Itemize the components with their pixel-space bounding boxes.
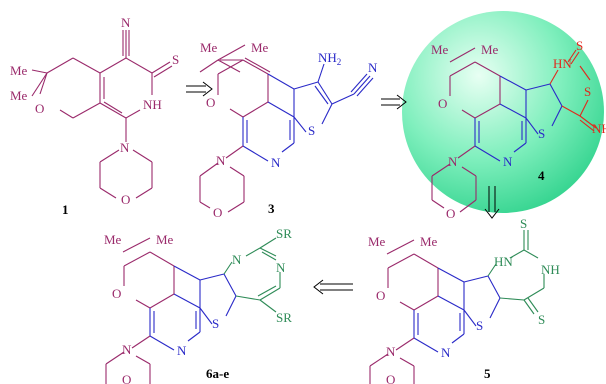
atom-me-right: Me: [251, 40, 269, 55]
atom-s-thione-top: S: [520, 216, 527, 231]
retro-arrow-1: [186, 81, 213, 97]
atom-s-thiophene: S: [212, 316, 219, 331]
atom-s-thiophene: S: [538, 126, 545, 141]
retro-arrow-down: [484, 186, 500, 219]
compound-5: Me Me O S HN NH S N S N O 5: [368, 216, 560, 384]
atom-s-thione: S: [576, 38, 583, 53]
atom-n-morpholine: N: [448, 154, 458, 169]
compound-label-3: 3: [268, 201, 275, 216]
compound-label-4: 4: [538, 168, 545, 183]
atom-o-morpholine: O: [446, 206, 455, 221]
compound-4: Me Me O HN S S NH N S N O 4: [431, 38, 606, 221]
atom-s-ring: S: [584, 84, 591, 99]
atom-me-left: Me: [368, 234, 386, 249]
atom-o-morpholine: O: [213, 205, 222, 220]
compound-1: N S NH Me Me O N O 1: [10, 15, 179, 217]
atom-o-morpholine: O: [386, 372, 395, 384]
compound-label-1: 1: [62, 202, 69, 217]
atom-hn: HN: [553, 56, 572, 71]
atom-s-thione: S: [172, 52, 179, 67]
atom-nh: NH: [541, 262, 560, 277]
atom-s-thiophene: S: [476, 318, 483, 333]
compound-label-5: 5: [484, 366, 491, 381]
atom-n-pyridine: N: [441, 345, 451, 360]
atom-nh-imine: NH: [592, 121, 606, 136]
atom-me-left: Me: [200, 40, 218, 55]
atom-me-left: Me: [431, 42, 449, 57]
atom-n-morpholine: N: [122, 342, 132, 357]
atom-o-pyran: O: [112, 286, 121, 301]
atom-n-morpholine: N: [216, 153, 226, 168]
atom-n-pyridine: N: [503, 154, 513, 169]
atom-n-morpholine: N: [386, 344, 396, 359]
atom-n-pyridine: N: [271, 155, 281, 170]
atom-o-pyran: O: [206, 95, 215, 110]
highlight-sphere: [402, 11, 604, 213]
atom-me-right: Me: [156, 232, 174, 247]
atom-nh: NH: [143, 97, 162, 112]
atom-n-cyano: N: [368, 60, 378, 75]
atom-o-morpholine: O: [122, 372, 131, 384]
atom-n-morpholine: N: [120, 140, 130, 155]
atom-nh2: NH2: [318, 50, 341, 67]
retro-arrow-2: [381, 94, 407, 110]
atom-me-right: Me: [481, 42, 499, 57]
atom-sr-top: SR: [276, 226, 292, 241]
atom-n-right: N: [276, 260, 286, 275]
atom-n-cyano: N: [121, 15, 131, 30]
atom-me-top: Me: [10, 63, 28, 78]
atom-hn: HN: [494, 254, 513, 269]
atom-s-thiophene: S: [308, 123, 315, 138]
compound-3: Me Me O N S N O N NH2 3: [199, 40, 378, 220]
compound-6: Me Me O SR N N SR N S N O 6a-e: [104, 226, 292, 384]
atom-n-pyridine: N: [177, 343, 187, 358]
atom-me-right: Me: [420, 234, 438, 249]
atom-n-top: N: [232, 252, 242, 267]
atom-o-pyran: O: [376, 288, 385, 303]
retro-arrow-left: [313, 279, 353, 295]
atom-me-left: Me: [104, 232, 122, 247]
atom-o-pyran: O: [438, 96, 447, 111]
compound-label-6a-e: 6a-e: [206, 366, 229, 381]
atom-me-bottom: Me: [10, 88, 28, 103]
atom-o-pyran: O: [35, 101, 44, 116]
atom-s-thione-bottom: S: [538, 312, 545, 327]
atom-sr-bottom: SR: [276, 310, 292, 325]
atom-o-morpholine: O: [121, 192, 130, 207]
